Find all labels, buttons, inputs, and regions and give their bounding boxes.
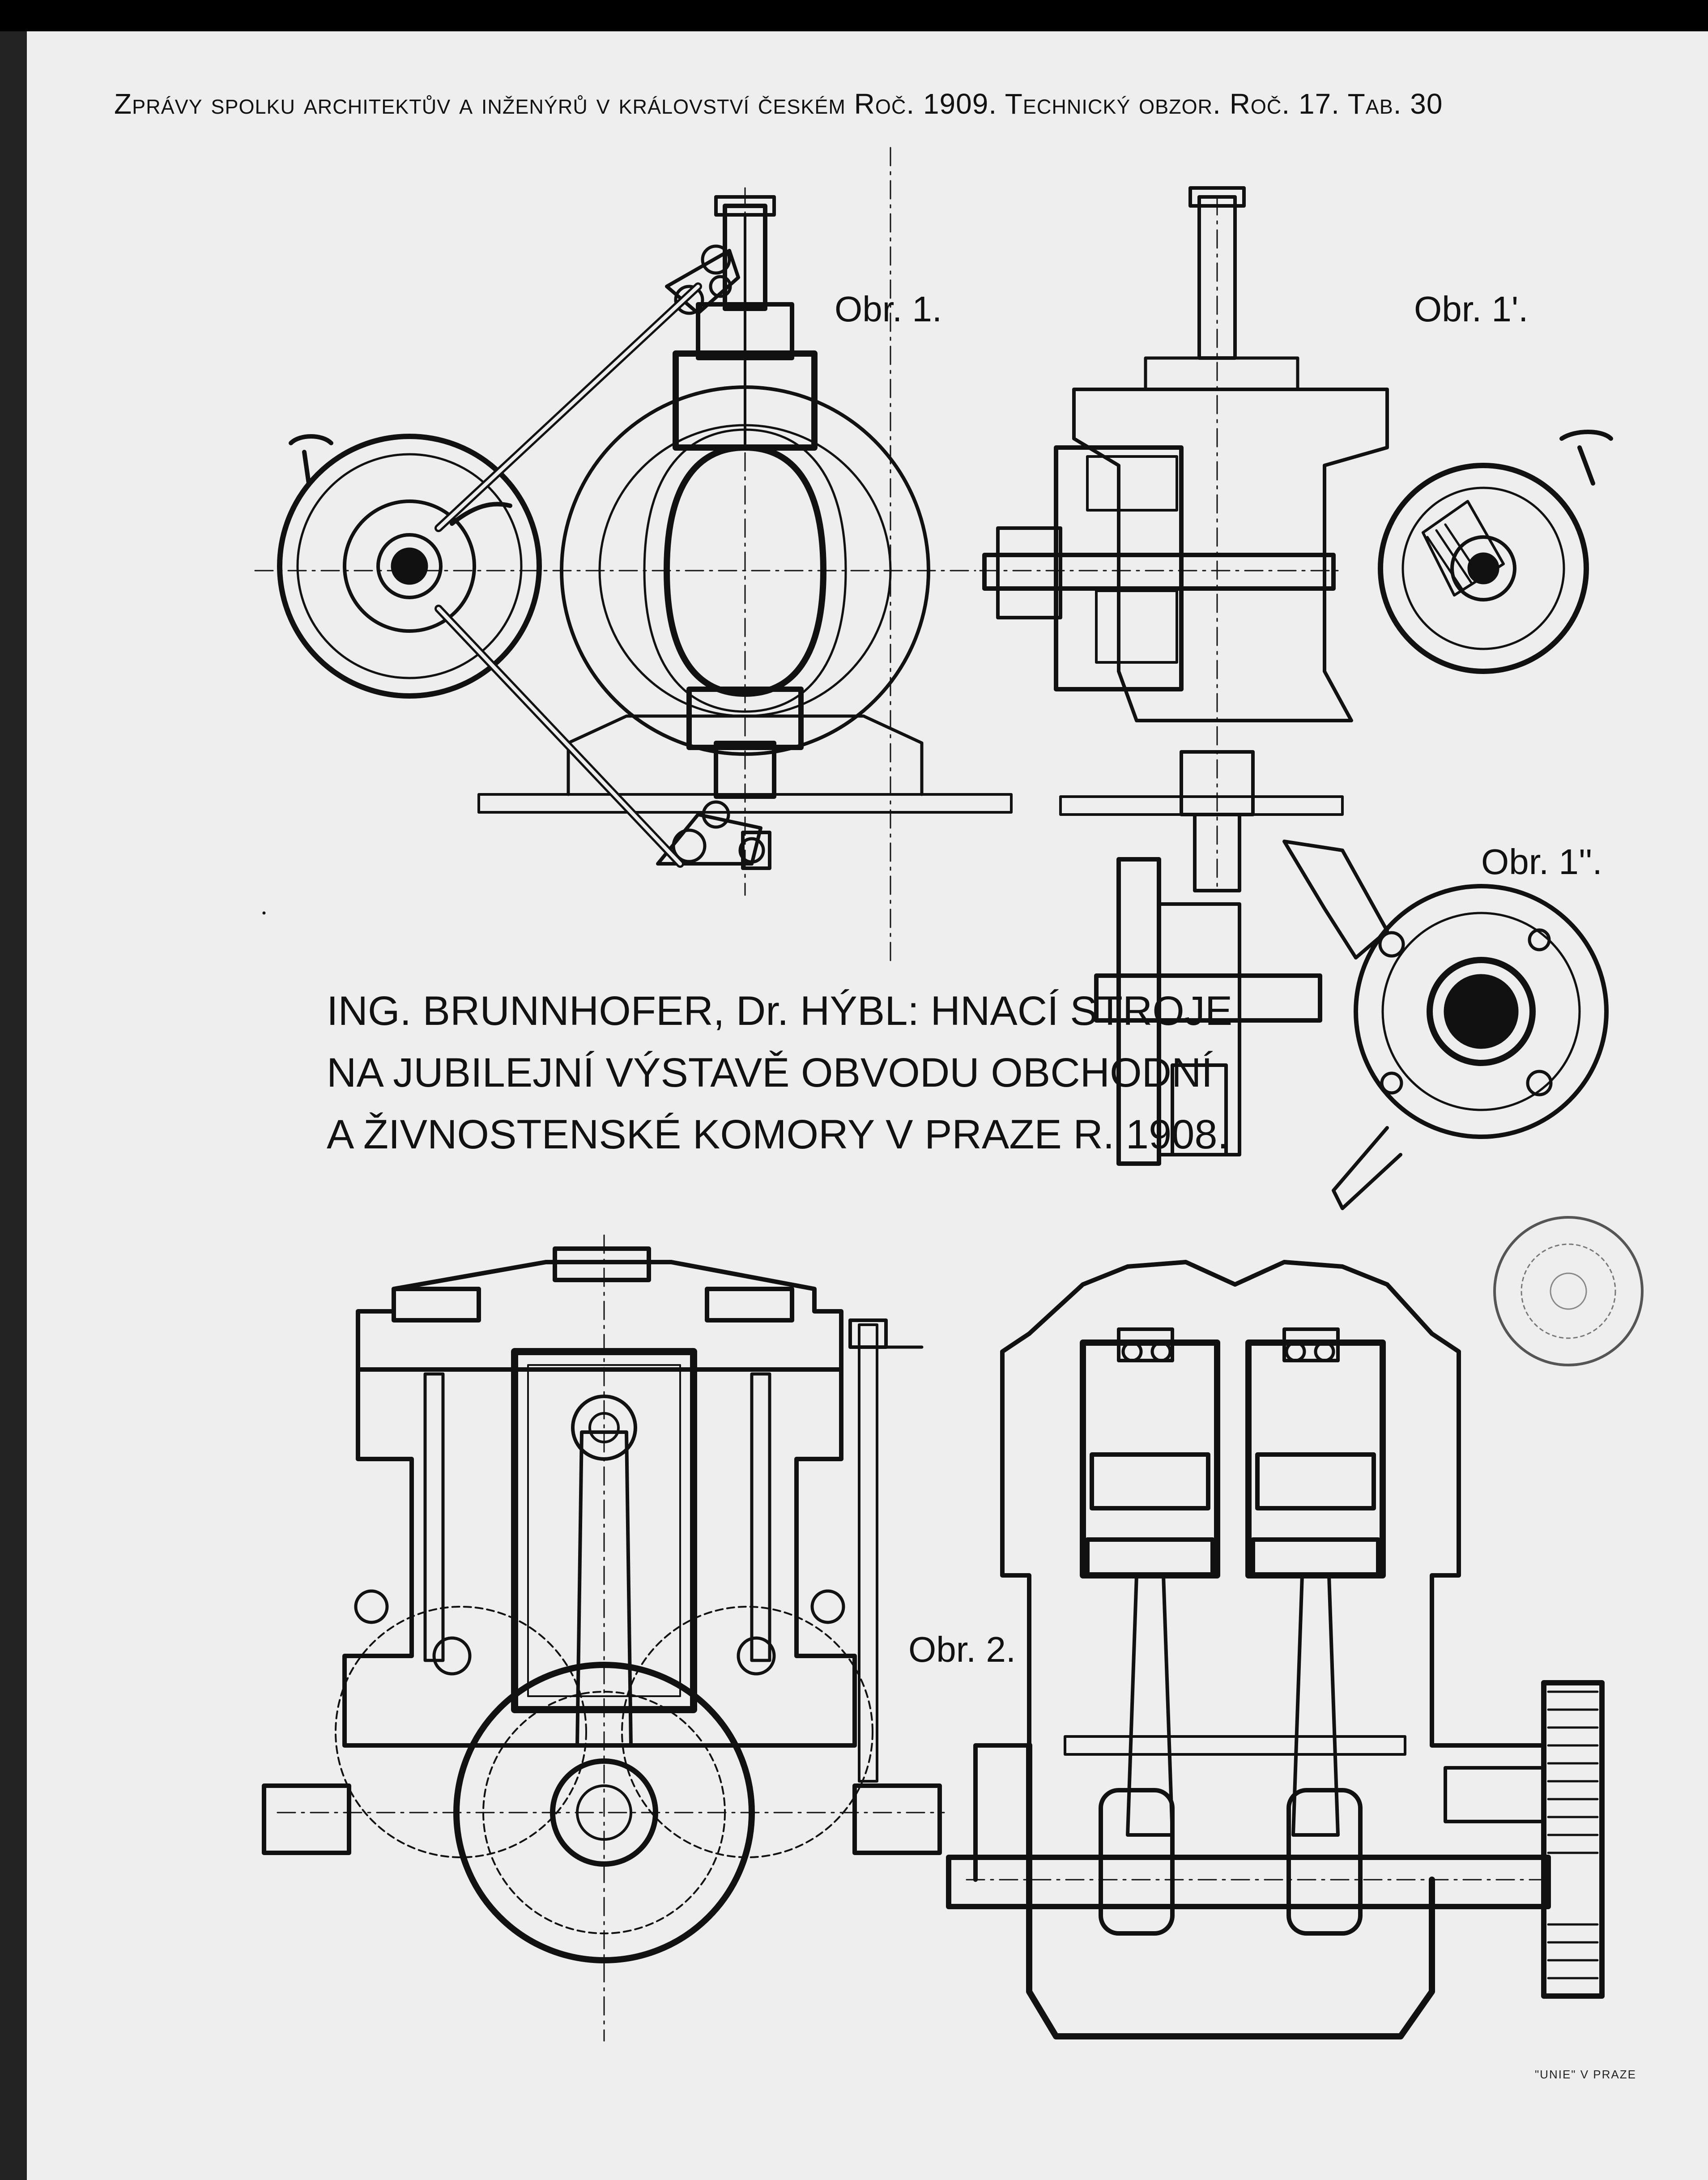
figure-label-obr-1-double-prime: Obr. 1''. [1481, 842, 1602, 882]
figure-label-obr-2: Obr. 2. [908, 1630, 1016, 1669]
library-stamp [1493, 1216, 1644, 1366]
figure-label-obr-1: Obr. 1. [835, 289, 942, 329]
obr1b-detail [1094, 840, 1609, 1210]
plate-header: Zprávy spolku architektův a inženýrů v k… [114, 88, 1443, 120]
plate-caption: ING. BRUNNHOFER, Dr. HÝBL: HNACÍ STROJE … [327, 980, 1232, 1165]
obr1-front-view [254, 147, 1013, 963]
plate-page [27, 31, 1708, 2180]
obr2-right-view [946, 1260, 1605, 2039]
obr1-side-view [979, 186, 1389, 892]
printer-imprint: "UNIE" V PRAZE [1534, 2068, 1636, 2081]
obr2-left-view [262, 911, 945, 2042]
caption-line-3: A ŽIVNOSTENSKÉ KOMORY V PRAZE R. 1908. [327, 1112, 1229, 1157]
binding-edge [0, 31, 27, 2180]
caption-line-2: NA JUBILEJNÍ VÝSTAVĚ OBVODU OBCHODNÍ [327, 1050, 1213, 1096]
obr1-governor-detail [1378, 430, 1613, 674]
caption-line-1: ING. BRUNNHOFER, Dr. HÝBL: HNACÍ STROJE [327, 988, 1233, 1034]
figure-label-obr-1-prime: Obr. 1'. [1414, 289, 1529, 329]
